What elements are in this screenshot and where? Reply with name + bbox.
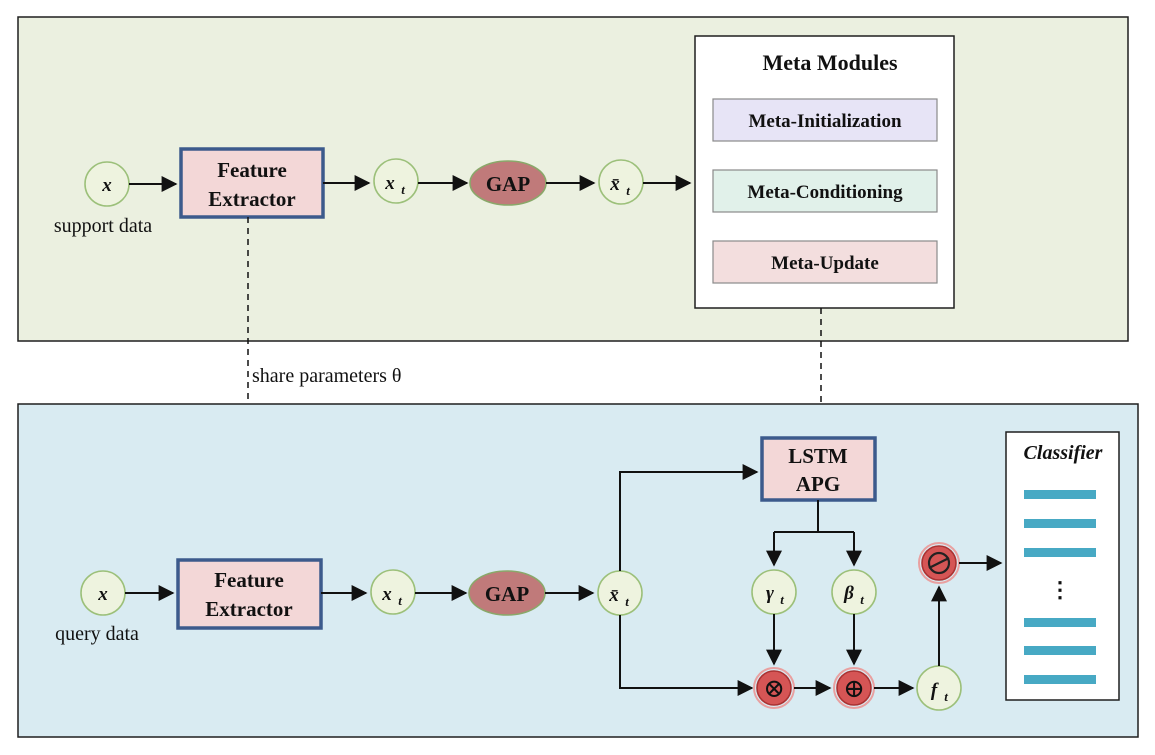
svg-text:x: x xyxy=(381,584,392,605)
arrow-xbar-to-lstm xyxy=(619,464,759,571)
svg-text:β: β xyxy=(843,583,854,604)
query-pooled-node: x̄ t xyxy=(597,570,643,616)
svg-text:t: t xyxy=(626,183,630,198)
svg-text:LSTM: LSTM xyxy=(788,444,848,468)
classifier-bar xyxy=(1024,618,1096,627)
svg-text:t: t xyxy=(944,689,948,704)
svg-text:Meta-Initialization: Meta-Initialization xyxy=(748,111,901,132)
classifier-bar xyxy=(1024,646,1096,655)
add-op-node: ⊕ xyxy=(833,667,875,709)
svg-text:Extractor: Extractor xyxy=(208,187,295,211)
gamma-node: γ t xyxy=(751,569,797,615)
support-input-node: x xyxy=(84,161,130,207)
support-pooled-node: x̄ t xyxy=(598,159,644,205)
share-parameters-label: share parameters θ xyxy=(252,365,402,387)
support-data-label: support data xyxy=(54,215,152,237)
svg-text:Feature: Feature xyxy=(217,158,287,182)
support-gap-node: GAP xyxy=(469,160,547,206)
svg-text:t: t xyxy=(401,182,405,197)
arrow-xbar-to-mult xyxy=(619,615,754,696)
svg-text:Extractor: Extractor xyxy=(205,597,292,621)
svg-text:t: t xyxy=(780,592,784,607)
svg-text:t: t xyxy=(860,592,864,607)
support-feature-node: x t xyxy=(373,158,419,204)
svg-text:x̄: x̄ xyxy=(608,585,619,606)
meta-conditioning-box: Meta-Conditioning xyxy=(712,169,938,213)
svg-text:x: x xyxy=(101,175,112,196)
query-gap-node: GAP xyxy=(468,570,546,616)
svg-text:x: x xyxy=(384,173,395,194)
svg-text:Meta-Update: Meta-Update xyxy=(771,253,879,274)
meta-update-box: Meta-Update xyxy=(712,240,938,284)
query-feature-node: x t xyxy=(370,569,416,615)
svg-text:GAP: GAP xyxy=(486,172,531,196)
beta-node: β t xyxy=(831,569,877,615)
classifier-bar xyxy=(1024,548,1096,557)
svg-text:γ: γ xyxy=(766,583,774,604)
classifier-bar xyxy=(1024,519,1096,528)
svg-text:t: t xyxy=(625,594,629,609)
meta-initialization-box: Meta-Initialization xyxy=(712,98,938,142)
classifier-bar xyxy=(1024,490,1096,499)
meta-modules-title: Meta Modules xyxy=(762,50,897,75)
activation-icon xyxy=(918,542,960,584)
svg-text:Feature: Feature xyxy=(214,568,284,592)
svg-text:x: x xyxy=(97,584,108,605)
svg-text:x̄: x̄ xyxy=(609,174,620,195)
classifier-panel xyxy=(1005,431,1120,701)
svg-text:⊗: ⊗ xyxy=(763,674,785,703)
support-feature-extractor: Feature Extractor xyxy=(179,147,325,219)
query-input-node: x xyxy=(80,570,126,616)
classifier-title: Classifier xyxy=(1024,442,1103,464)
svg-text:⊕: ⊕ xyxy=(843,674,865,703)
classifier-bar xyxy=(1024,675,1096,684)
svg-text:Meta-Conditioning: Meta-Conditioning xyxy=(747,182,903,203)
svg-text:f: f xyxy=(931,680,939,701)
multiply-op-node: ⊗ xyxy=(753,667,795,709)
query-feature-extractor: Feature Extractor xyxy=(176,558,323,630)
ft-node: f t xyxy=(916,665,962,711)
svg-text:GAP: GAP xyxy=(485,582,530,606)
query-data-label: query data xyxy=(55,623,139,645)
svg-text:t: t xyxy=(398,593,402,608)
svg-text:APG: APG xyxy=(796,472,840,496)
lstm-apg-box: LSTM APG xyxy=(760,436,877,502)
classifier-ellipsis: ⋮ xyxy=(1049,577,1071,602)
